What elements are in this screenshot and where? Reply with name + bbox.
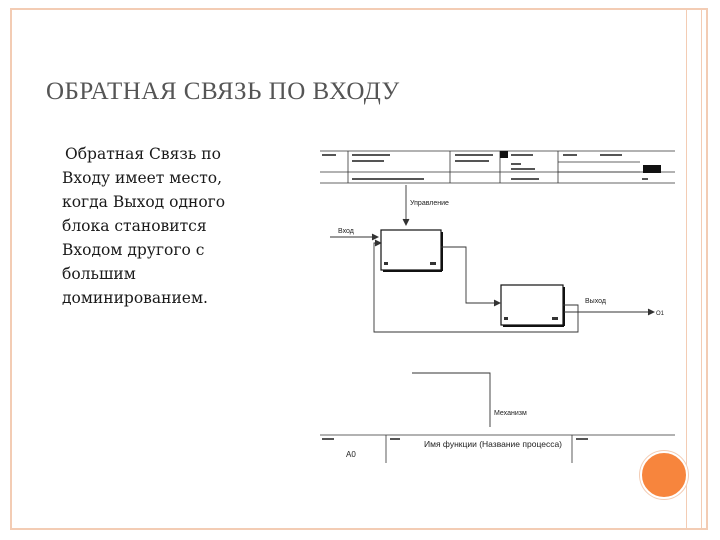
output-label: Выход [585,298,606,305]
diagram-header-marks [322,151,661,180]
diagram-footer-marks [322,438,588,440]
block-1 [380,229,443,272]
slide-frame [10,8,708,530]
idef0-diagram: Управление Вход [320,150,675,463]
decorative-circle [640,451,688,499]
block-2 [500,284,565,327]
slide-body-text: Обратная Связь по Входу имеет место, ког… [62,145,226,307]
input-arrow [330,233,380,241]
mechanism-label: Механизм [494,410,527,417]
connection-arrow [441,246,502,307]
slide-side-bar [686,10,702,528]
control-label: Управление [410,200,449,207]
mechanism-arrow [412,372,491,427]
node-label: A0 [346,450,356,459]
diagram-header [320,150,675,184]
slide-title: ОБРАТНАЯ СВЯЗЬ ПО ВХОДУ [46,78,400,105]
output-code: O1 [656,311,665,317]
diagram-footer [320,434,675,463]
input-label: Вход [338,228,354,235]
feedback-arrow [373,239,579,333]
control-arrow [402,185,410,227]
function-name-label: Имя функции (Название процесса) [424,439,562,449]
output-arrow [564,308,656,316]
